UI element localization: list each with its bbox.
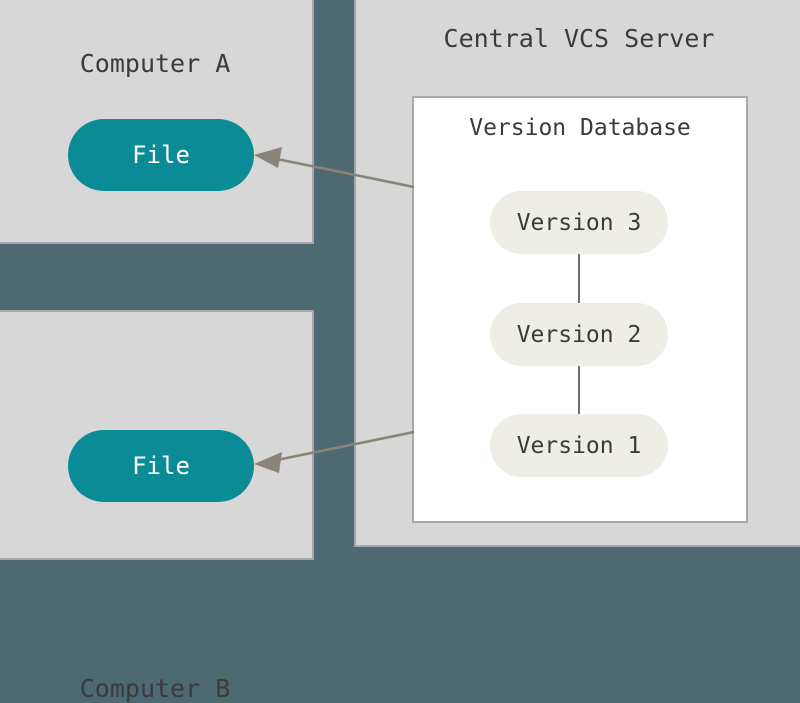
version-node-2-label: Version 2: [516, 321, 642, 348]
file-node-computer-a[interactable]: File: [68, 119, 254, 191]
version-node-1[interactable]: Version 1: [490, 414, 668, 477]
computer-a-title: Computer A: [79, 49, 231, 78]
version-node-2[interactable]: Version 2: [490, 303, 668, 366]
file-node-computer-b-label: File: [132, 452, 190, 480]
version-database-title: Version Database: [469, 115, 691, 141]
central-vcs-server-title: Central VCS Server: [443, 24, 715, 53]
computer-b-title: Computer B: [79, 674, 231, 703]
version-node-3-label: Version 3: [516, 209, 642, 236]
file-node-computer-a-label: File: [132, 141, 190, 169]
version-node-1-label: Version 1: [516, 432, 642, 459]
file-node-computer-b[interactable]: File: [68, 430, 254, 502]
version-node-3[interactable]: Version 3: [490, 191, 668, 254]
computer-a-panel: Computer A: [0, 0, 314, 244]
